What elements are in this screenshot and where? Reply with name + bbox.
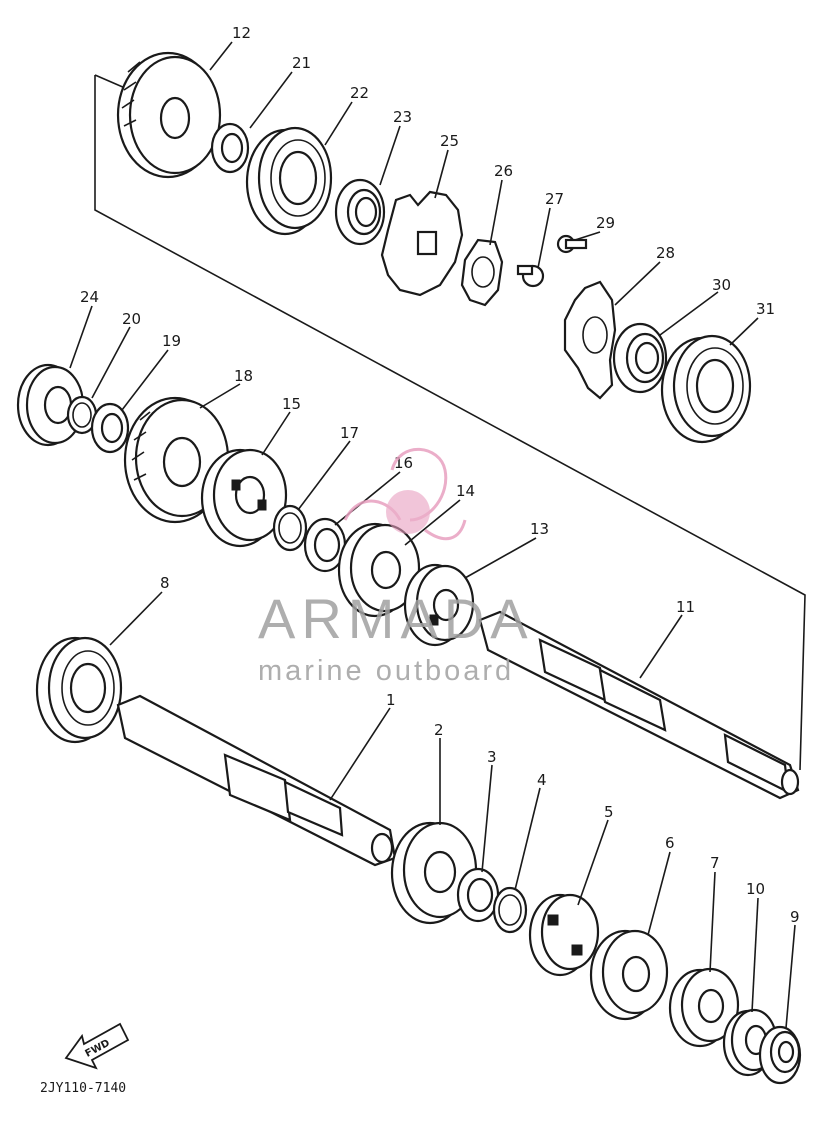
part-14-gear — [337, 522, 421, 618]
part-21-washer — [210, 122, 250, 174]
part-7-gear — [668, 967, 740, 1048]
part-29-bolt — [556, 234, 588, 254]
callout-10: 10 — [746, 880, 765, 898]
callout-14: 14 — [456, 482, 475, 500]
part-13-gear — [403, 563, 475, 647]
callout-18: 18 — [234, 367, 253, 385]
assembly-outline — [94, 74, 806, 771]
callout-15: 15 — [282, 395, 301, 413]
leader-lines — [69, 41, 796, 1029]
watermark-tagline: marine outboard — [258, 655, 514, 687]
part-20-circlip — [66, 395, 98, 435]
part-27-bolt — [516, 264, 545, 288]
callout-26: 26 — [494, 162, 513, 180]
part-1-main-axle — [116, 694, 397, 867]
callout-1: 1 — [386, 691, 396, 709]
part-11-drive-axle — [478, 610, 800, 800]
part-8-bearing — [35, 636, 123, 744]
callout-6: 6 — [665, 834, 675, 852]
callout-31: 31 — [756, 300, 775, 318]
callout-23: 23 — [393, 108, 412, 126]
watermark-brand: ARMADA — [258, 587, 534, 650]
part-4-circlip — [492, 886, 528, 934]
part-26-lock-washer — [460, 238, 504, 307]
part-17-circlip — [272, 504, 308, 552]
callout-5: 5 — [604, 803, 614, 821]
callout-24: 24 — [80, 288, 99, 306]
watermark: ARMADA marine outboard — [258, 447, 534, 687]
callout-27: 27 — [545, 190, 564, 208]
drawing-code: 2JY110-7140 — [40, 1081, 126, 1096]
part-6-gear — [589, 929, 669, 1021]
callout-8: 8 — [160, 574, 170, 592]
part-3-washer — [456, 867, 500, 923]
callout-20: 20 — [122, 310, 141, 328]
part-9-washer — [758, 1025, 802, 1085]
callout-25: 25 — [440, 132, 459, 150]
callout-21: 21 — [292, 54, 311, 72]
callout-12: 12 — [232, 24, 251, 42]
callout-2: 2 — [434, 721, 444, 739]
watermark-logo-icon — [343, 447, 467, 541]
callout-16: 16 — [394, 454, 413, 472]
callout-29: 29 — [596, 214, 615, 232]
part-15-gear — [200, 448, 288, 548]
part-28-plate — [563, 280, 617, 400]
callout-30: 30 — [712, 276, 731, 294]
part-30-oil-seal — [612, 322, 668, 394]
callout-13: 13 — [530, 520, 549, 538]
part-31-bearing — [660, 334, 752, 444]
fwd-arrow-icon: FWD — [64, 1022, 130, 1070]
callout-28: 28 — [656, 244, 675, 262]
part-19-washer — [90, 402, 130, 454]
part-22-bearing — [245, 126, 333, 236]
callout-22: 22 — [350, 84, 369, 102]
part-23-oil-seal — [334, 178, 386, 246]
callout-19: 19 — [162, 332, 181, 350]
part-5-gear — [528, 893, 600, 977]
part-25-sprocket — [380, 190, 464, 297]
callout-3: 3 — [487, 748, 497, 766]
callout-labels: 12 21 22 23 25 26 27 29 28 30 31 24 20 1… — [80, 24, 800, 926]
callout-11: 11 — [676, 598, 695, 616]
callout-17: 17 — [340, 424, 359, 442]
callout-7: 7 — [710, 854, 720, 872]
callout-4: 4 — [537, 771, 547, 789]
callout-9: 9 — [790, 908, 800, 926]
part-12-gear — [116, 51, 222, 179]
